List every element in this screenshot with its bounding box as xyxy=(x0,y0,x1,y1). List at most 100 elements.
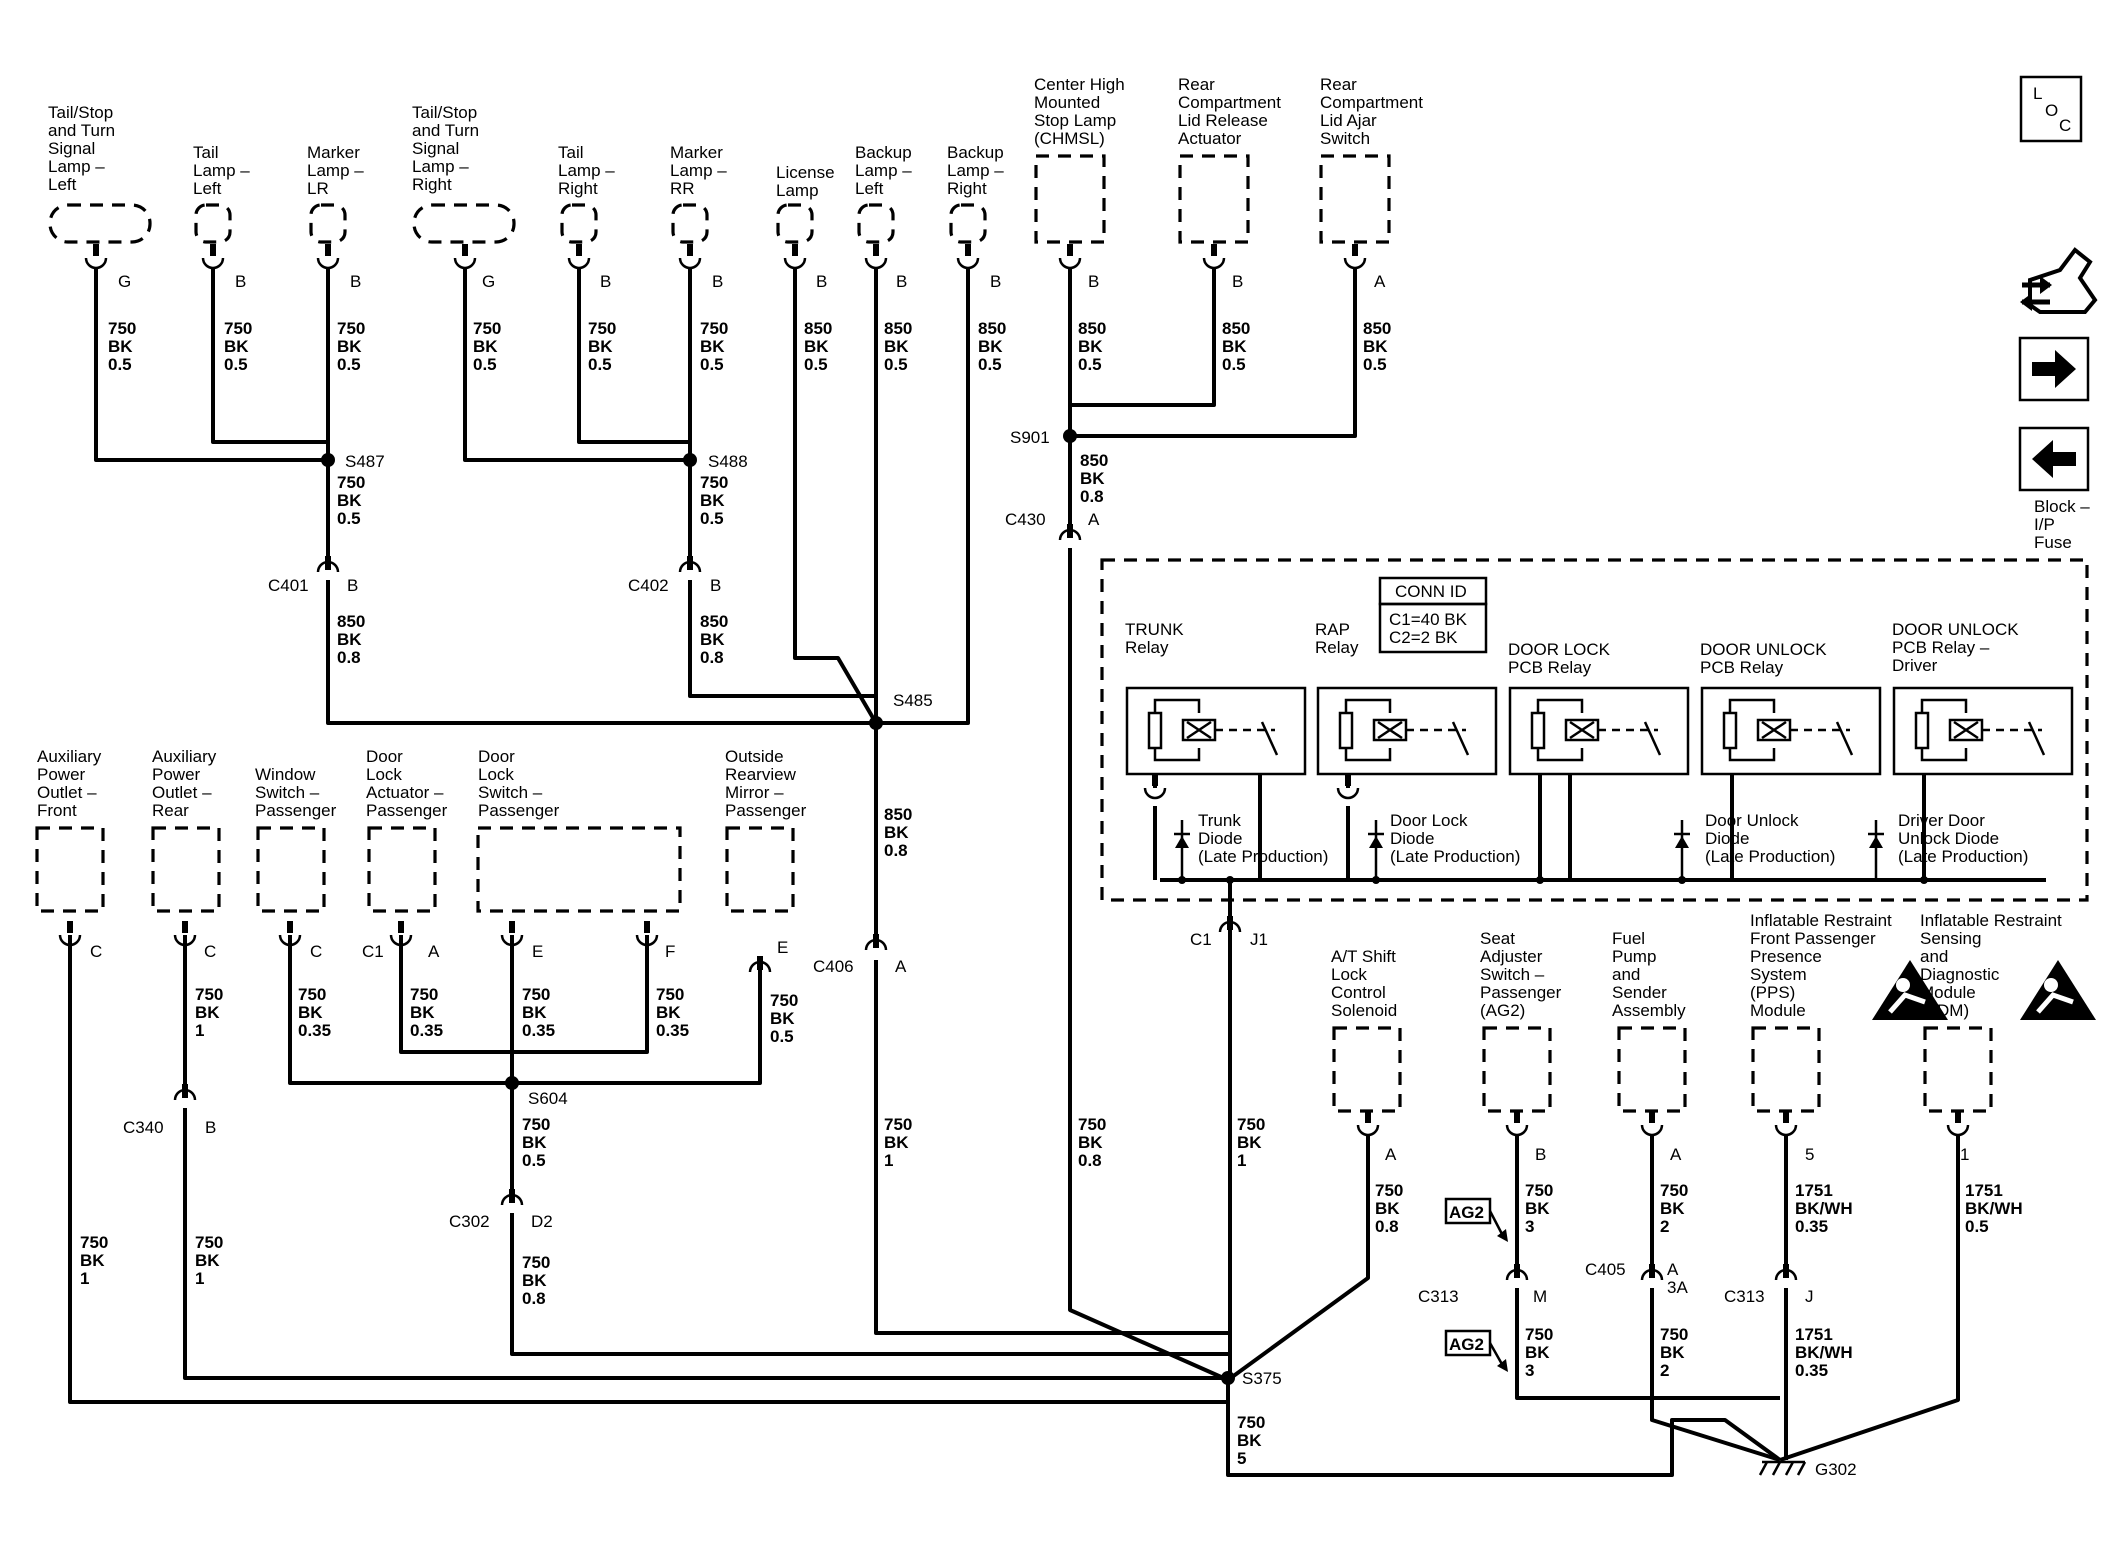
pin-label-shift-lock: A xyxy=(1385,1145,1397,1164)
pin-label-backup-right: B xyxy=(990,272,1001,291)
connector-pin-c402: B xyxy=(710,576,721,595)
splice-label-s488: S488 xyxy=(708,452,748,471)
pin-label-lid-ajar: A xyxy=(1374,272,1386,291)
connector-pin-c1j1: J1 xyxy=(1250,930,1268,949)
pin-label-fuel-pump: A xyxy=(1670,1145,1682,1164)
pin-terminal xyxy=(1058,244,1082,270)
pin-terminal xyxy=(84,244,108,270)
conn-id-box xyxy=(1378,602,1488,654)
wrench-car-icon[interactable] xyxy=(2020,247,2098,314)
pin-terminal xyxy=(500,921,524,947)
connector-label-c430: C430 xyxy=(1005,510,1046,529)
inline-connector-terminal xyxy=(173,1084,197,1101)
airbag-warning-icon xyxy=(1872,960,1948,1020)
pin-terminal xyxy=(1946,1111,1970,1137)
pin-terminal xyxy=(1202,244,1226,270)
right-arrow-icon[interactable] xyxy=(2018,336,2090,402)
inline-connector-terminal xyxy=(748,956,772,973)
pin-terminal xyxy=(956,244,980,270)
pin-terminal xyxy=(278,921,302,947)
box-marker-rr xyxy=(671,203,709,244)
connector-pin-c401: B xyxy=(347,576,358,595)
pin-label-window-sw: C xyxy=(310,942,322,961)
diode-icon xyxy=(1368,820,1384,880)
pin-label-tail-stop-left: G xyxy=(118,272,131,291)
pin-terminal xyxy=(173,921,197,947)
splice-s485 xyxy=(869,716,883,730)
ag2-tag: AG2 xyxy=(1444,1329,1508,1372)
ag2-tag: AG2 xyxy=(1444,1197,1508,1242)
pin-label-tail-stop-right: G xyxy=(482,272,495,291)
connector-pin-c340: B xyxy=(205,1118,216,1137)
connector-pin-c313a: M xyxy=(1533,1287,1547,1306)
pin-terminal xyxy=(678,244,702,270)
pin-label-aux-rear: C xyxy=(204,942,216,961)
pin-label-pps: 5 xyxy=(1805,1145,1814,1164)
diode-icon xyxy=(1174,820,1190,880)
inline-connector-terminal xyxy=(1505,1264,1529,1281)
pin-label-door-lock-act: A xyxy=(428,942,440,961)
loc-icon[interactable]: L O C xyxy=(2019,75,2083,143)
box-tail-lamp-right xyxy=(560,203,598,244)
relay-5 xyxy=(1892,686,2074,776)
box-aux-front xyxy=(35,826,105,913)
pin-terminal xyxy=(567,244,591,270)
box-backup-left xyxy=(857,203,895,244)
box-lid-release xyxy=(1178,154,1250,244)
pin-label-door-lock-sw: E xyxy=(532,942,543,961)
pin-label-license: B xyxy=(816,272,827,291)
box-seat-adjuster xyxy=(1482,1026,1552,1113)
connector-label-c401: C401 xyxy=(268,576,309,595)
inline-connector-terminal xyxy=(1058,524,1082,541)
splice-label-s375: S375 xyxy=(1242,1369,1282,1388)
connector-pin-c313b: J xyxy=(1805,1287,1814,1306)
splice-label-s604: S604 xyxy=(528,1089,568,1108)
airbag-warning-icon xyxy=(2020,960,2096,1020)
box-lid-ajar xyxy=(1319,154,1391,244)
connector-label-c1j1: C1 xyxy=(1190,930,1212,949)
box-license xyxy=(776,203,814,244)
box-sdm xyxy=(1923,1026,1993,1113)
pin-label-marker-lr: B xyxy=(350,272,361,291)
pin-terminal xyxy=(58,921,82,947)
pin-terminal xyxy=(783,244,807,270)
connector-label-c1a: C1 xyxy=(362,942,384,961)
left-arrow-icon[interactable] xyxy=(2018,426,2090,492)
connector-label-c313a: C313 xyxy=(1418,1287,1459,1306)
relay-1 xyxy=(1125,686,1307,776)
